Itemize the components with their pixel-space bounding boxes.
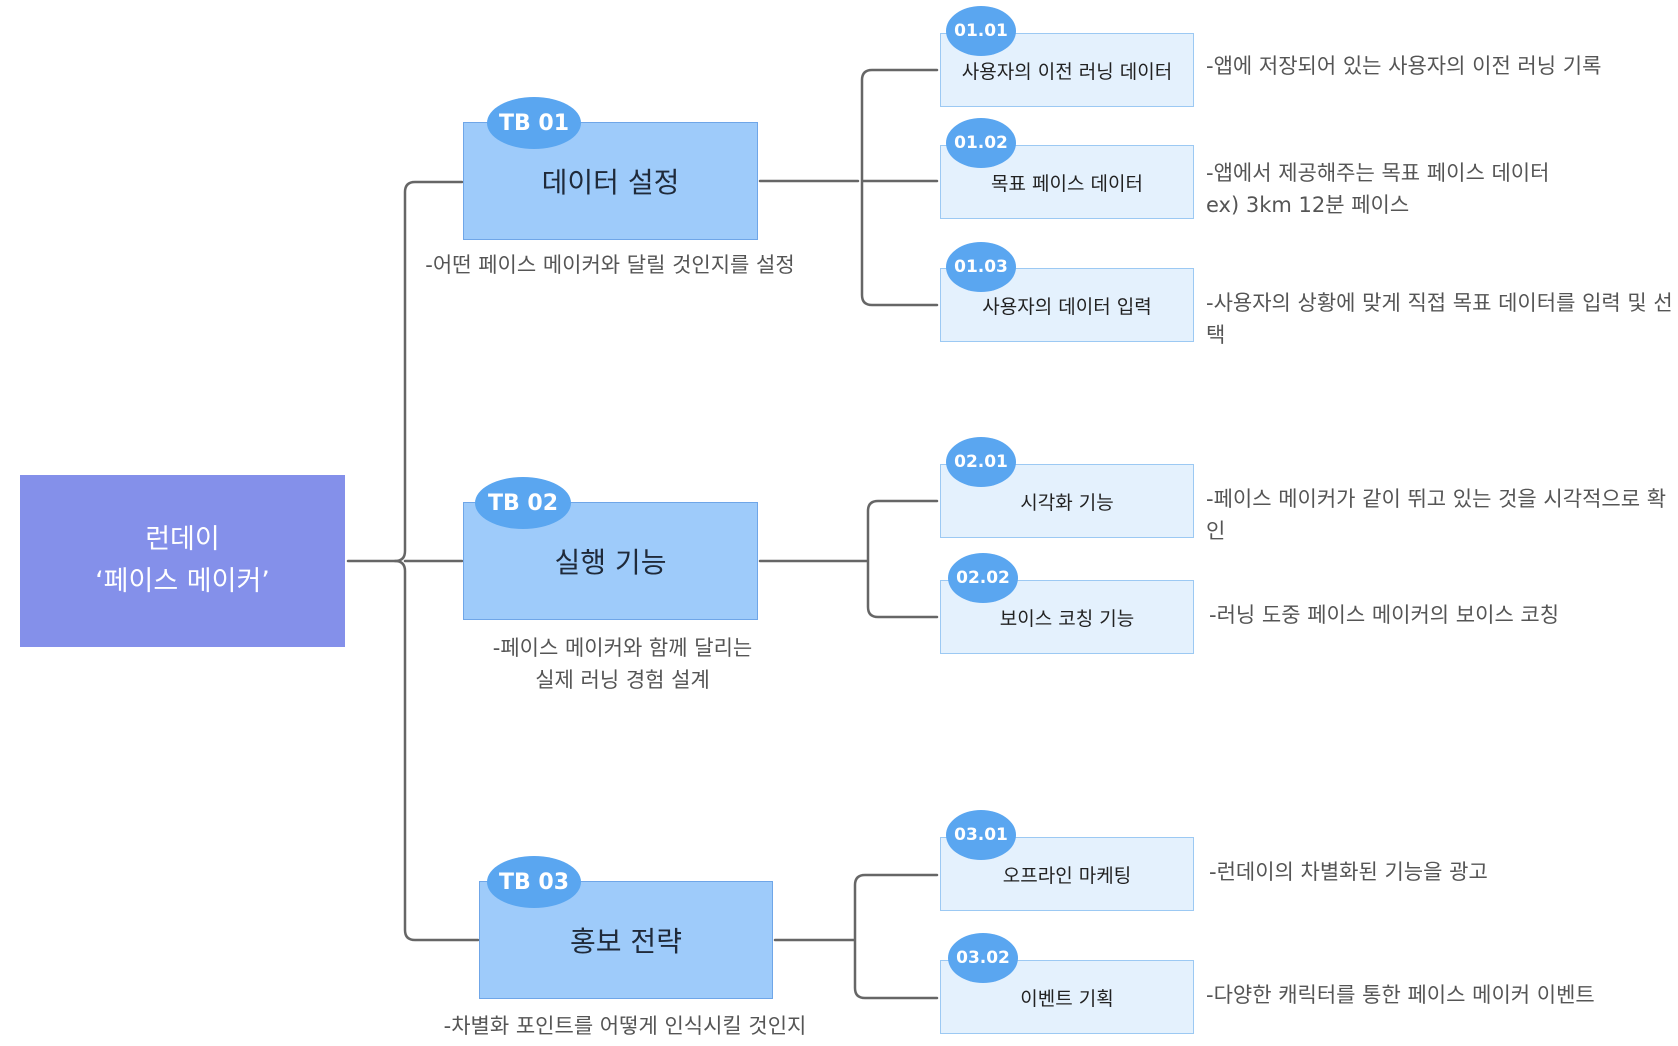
child-03-01-node[interactable]: 오프라인 마케팅 (940, 837, 1194, 911)
child-02-02-badge: 02.02 (948, 553, 1018, 603)
child-03-02-description: -다양한 캐릭터를 통한 페이스 메이커 이벤트 (1206, 983, 1595, 1007)
child-03-02-label: 이벤트 기획 (1020, 987, 1114, 1010)
branch-3-description: -차별화 포인트를 어떻게 인식시킬 것인지 (443, 1014, 807, 1038)
branch-1-description: -어떤 페이스 메이커와 달릴 것인지를 설정 (425, 253, 795, 277)
branch-2-badge: TB 02 (475, 477, 571, 529)
connector-root-trunk (346, 180, 464, 563)
child-01-02-description: -앱에서 제공해주는 목표 페이스 데이터 ex) 3km 12분 페이스 (1206, 161, 1550, 217)
child-02-01-badge: 02.01 (946, 437, 1016, 487)
child-01-02-label: 목표 페이스 데이터 (991, 172, 1143, 195)
child-01-03-badge: 01.03 (946, 242, 1016, 292)
branch-1-node[interactable]: 데이터 설정 (463, 122, 758, 240)
child-02-01-description: -페이스 메이커가 같이 뛰고 있는 것을 시각적으로 확인 (1206, 487, 1667, 543)
child-01-03-label: 사용자의 데이터 입력 (982, 295, 1152, 318)
child-01-03-description: -사용자의 상황에 맞게 직접 목표 데이터를 입력 및 선택 (1206, 291, 1673, 347)
child-02-01-label: 시각화 기능 (1020, 491, 1114, 514)
child-03-01-label: 오프라인 마케팅 (1002, 864, 1132, 887)
child-02-02-description: -러닝 도중 페이스 메이커의 보이스 코칭 (1209, 603, 1560, 627)
branch-2-title: 실행 기능 (554, 546, 667, 579)
branch-3-badge: TB 03 (487, 856, 581, 908)
child-01-01-label: 사용자의 이전 러닝 데이터 (961, 60, 1173, 83)
child-03-01-description: -런데이의 차별화된 기능을 광고 (1209, 860, 1488, 884)
child-01-01-description: -앱에 저장되어 있는 사용자의 이전 러닝 기록 (1206, 54, 1602, 78)
branch-1-title: 데이터 설정 (541, 166, 680, 199)
branch-2-description: -페이스 메이커와 함께 달리는 실제 러닝 경험 설계 (492, 636, 753, 692)
child-03-01-badge: 03.01 (946, 810, 1016, 860)
child-02-02-label: 보이스 코칭 기능 (999, 607, 1135, 630)
connector-branch-3-children (773, 873, 939, 1000)
connector-root-branch-3 (393, 559, 480, 942)
child-03-02-badge: 03.02 (948, 933, 1018, 983)
branch-3-title: 홍보 전략 (570, 925, 682, 958)
connector-branch-2-children (758, 499, 939, 619)
connector-branch-1-children (758, 68, 939, 307)
child-01-02-badge: 01.02 (946, 118, 1016, 168)
root-node[interactable]: 런데이 ‘페이스 메이커’ (20, 475, 345, 647)
child-01-01-badge: 01.01 (946, 6, 1016, 56)
branch-1-badge: TB 01 (487, 97, 581, 149)
